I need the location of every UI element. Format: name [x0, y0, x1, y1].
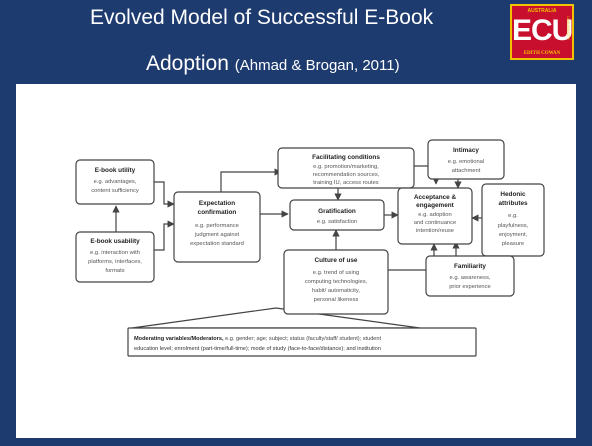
box-ebook-utility	[75, 159, 155, 205]
intimacy-line2: attachment	[452, 168, 481, 174]
slide-title-line2: Adoption (Ahmad & Brogan, 2011)	[146, 52, 400, 76]
box-expectation	[173, 191, 261, 263]
ebook-usability-line1: e.g. interaction with	[90, 250, 140, 256]
acceptance-title2: engagement	[416, 202, 455, 209]
hedonic-title: Hedonic	[500, 191, 526, 198]
acceptance-line3: intention/reuse	[416, 228, 454, 234]
hedonic-title2: attributes	[498, 200, 528, 207]
ebook-usability-title: E-book usability	[90, 238, 140, 245]
expectation-line2: judgment against	[194, 232, 240, 238]
edge-usability-to-expectation	[154, 220, 175, 251]
slide-title-line1: Evolved Model of Successful E-Book	[90, 6, 434, 29]
facilitating-line1: e.g. promotion/marketing,	[313, 164, 379, 170]
edge-expectation-to-acceptance	[220, 168, 282, 192]
expectation-line3: expectation standard	[190, 241, 244, 247]
hedonic-line2: playfulness,	[498, 223, 529, 229]
acceptance-line1: e.g. adoption	[418, 212, 452, 218]
ecu-logo: AUSTRALIA ECU EDITH COWAN UNIVERSITY	[510, 4, 574, 60]
facilitating-line2: recommendation sources,	[313, 172, 380, 178]
box-moderating	[127, 327, 477, 357]
diagram-panel: E-book utility e.g. advantages, content …	[16, 84, 576, 438]
intimacy-line1: e.g. emotional	[448, 159, 484, 165]
moderating-line2: education level; enrolment (part-time/fu…	[134, 346, 381, 352]
logo-side-text: UNIVERSITY	[566, 16, 571, 41]
familiarity-title: Familiarity	[454, 263, 486, 270]
ebook-usability-line2: platforms, interfaces,	[88, 259, 142, 265]
box-facilitating	[277, 147, 415, 189]
hedonic-line4: pleasure	[502, 241, 524, 247]
moderating-line1-rest: e.g. gender; age; subject; status (facul…	[224, 336, 382, 342]
box-ebook-usability	[75, 231, 155, 283]
culture-title: Culture of use	[315, 257, 358, 264]
familiarity-line2: prior experience	[449, 284, 491, 290]
ebook-utility-line1: e.g. advantages,	[94, 179, 137, 185]
culture-line1: e.g. trend of using	[313, 270, 359, 276]
box-gratification	[289, 199, 385, 231]
box-intimacy	[427, 139, 505, 180]
box-culture	[283, 249, 389, 315]
box-hedonic	[481, 183, 545, 257]
ebook-utility-line2: content sufficiency	[91, 188, 139, 194]
ebook-usability-line3: formats	[105, 268, 124, 274]
culture-line4: personal likeness	[314, 297, 359, 303]
intimacy-title: Intimacy	[453, 147, 479, 154]
slide-title-main: Adoption	[146, 52, 229, 75]
ebook-utility-title: E-book utility	[95, 167, 136, 174]
moderating-label: Moderating variables/Moderators,	[134, 336, 224, 342]
acceptance-title: Acceptance &	[414, 194, 457, 201]
gratification-title: Gratification	[318, 208, 356, 215]
familiarity-line1: e.g. awareness,	[450, 275, 491, 281]
acceptance-line2: and continuance	[414, 220, 457, 226]
culture-line2: computing technologies,	[305, 279, 368, 285]
facilitating-title: Facilitating conditions	[312, 154, 380, 161]
slide-citation: (Ahmad & Brogan, 2011)	[234, 57, 400, 74]
expectation-line1: e.g. performance	[195, 223, 239, 229]
culture-line3: habit/ automaticity,	[312, 288, 360, 294]
logo-top-text: AUSTRALIA	[527, 8, 557, 14]
box-familiarity	[425, 255, 515, 297]
edge-utility-to-expectation	[154, 181, 175, 208]
facilitating-line3: training IU, access routes	[313, 180, 379, 186]
hedonic-line1: e.g.	[508, 213, 518, 219]
logo-bottom-text: EDITH COWAN	[523, 51, 561, 56]
gratification-line1: e.g. satisfaction	[317, 219, 357, 225]
adoption-model-diagram: E-book utility e.g. advantages, content …	[75, 139, 545, 357]
expectation-title2: confirmation	[198, 209, 237, 216]
logo-letters: ECU	[512, 14, 573, 47]
hedonic-line3: enjoyment,	[499, 232, 528, 238]
expectation-title: Expectation	[199, 200, 235, 207]
moderating-line1: Moderating variables/Moderators, e.g. ge…	[134, 336, 382, 342]
box-acceptance	[397, 187, 473, 245]
